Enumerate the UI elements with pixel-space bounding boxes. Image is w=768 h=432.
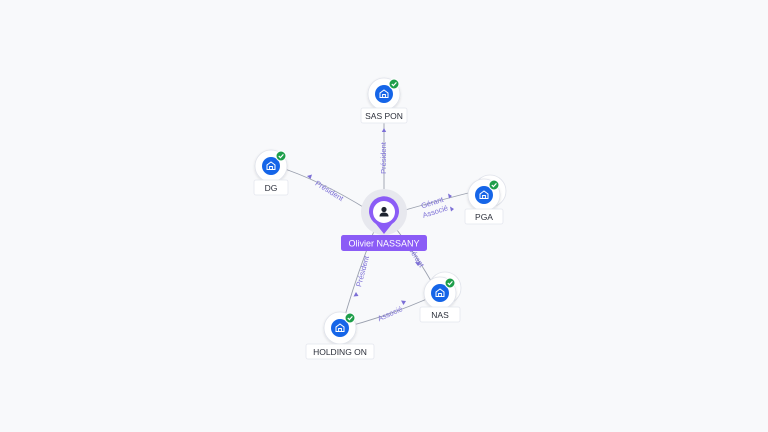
center-person-node[interactable]: Olivier NASSANY bbox=[341, 189, 427, 251]
edge-label: Président bbox=[379, 141, 388, 174]
verified-check-icon bbox=[344, 312, 356, 324]
company-label-box bbox=[360, 107, 408, 124]
company-name: SAS PON bbox=[365, 111, 403, 121]
verified-check-icon bbox=[275, 150, 287, 162]
edge-label: Associé bbox=[376, 304, 404, 323]
company-node-pga[interactable]: PGA bbox=[464, 174, 507, 225]
edge-arrow bbox=[401, 300, 406, 305]
verified-check-icon bbox=[388, 78, 400, 90]
edge-arrow bbox=[415, 262, 421, 266]
company-label-box bbox=[419, 306, 461, 323]
edge-center-dg: Président bbox=[275, 165, 369, 211]
company-node-sas-pon[interactable]: SAS PON bbox=[360, 77, 408, 124]
edge-arrow bbox=[448, 193, 452, 199]
company-name: HOLDING ON bbox=[313, 347, 367, 357]
person-icon bbox=[379, 206, 389, 217]
edge-label: Président bbox=[314, 179, 346, 204]
center-label-box bbox=[341, 235, 427, 251]
company-label-box bbox=[464, 208, 504, 225]
building-glyph bbox=[335, 323, 345, 332]
company-node-dg[interactable]: DG bbox=[253, 149, 289, 196]
building-glyph bbox=[479, 190, 489, 199]
verified-check-icon bbox=[488, 179, 500, 191]
edge-label: Président bbox=[354, 254, 371, 288]
edge-center-sas-pon: Président bbox=[379, 110, 388, 196]
edge-arrow bbox=[307, 174, 312, 179]
company-node-holding-on[interactable]: HOLDING ON bbox=[305, 311, 375, 360]
company-name: NAS bbox=[431, 310, 449, 320]
edge-arrow bbox=[450, 206, 454, 212]
company-label-box bbox=[253, 179, 289, 196]
company-name: DG bbox=[265, 183, 278, 193]
company-name: PGA bbox=[475, 212, 493, 222]
company-node-nas[interactable]: NAS bbox=[419, 271, 462, 323]
building-glyph bbox=[379, 89, 389, 98]
edge-arrow bbox=[353, 292, 359, 297]
edge-arrow bbox=[381, 128, 387, 132]
verified-check-icon bbox=[444, 277, 456, 289]
building-glyph bbox=[266, 161, 276, 170]
company-label-box bbox=[305, 343, 375, 360]
building-glyph bbox=[435, 288, 445, 297]
center-person-name: Olivier NASSANY bbox=[348, 239, 419, 249]
